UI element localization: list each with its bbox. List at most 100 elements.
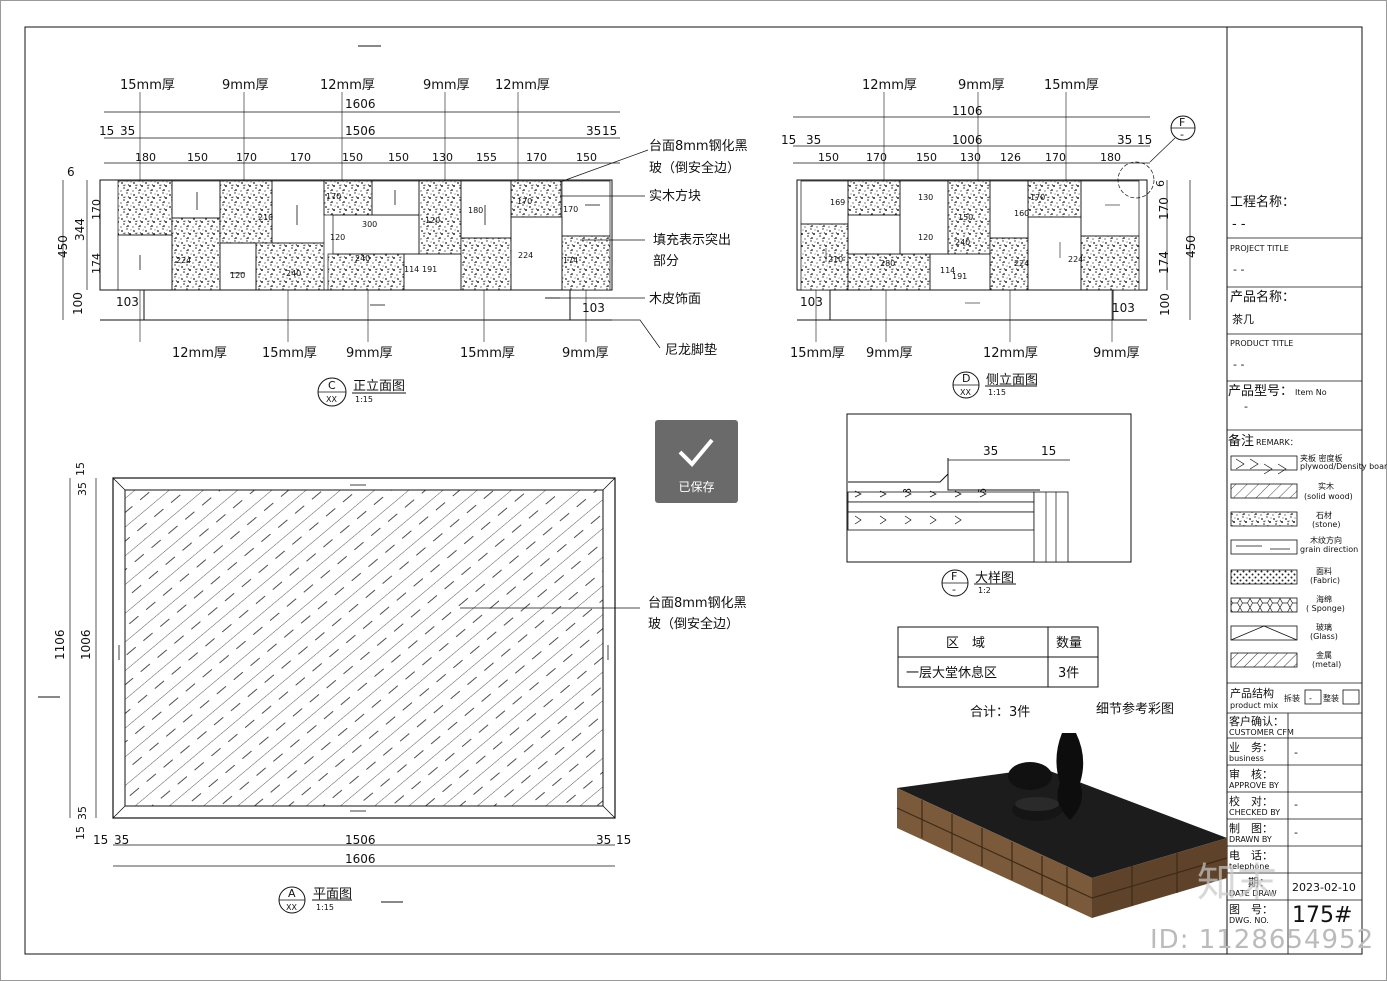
plan-view-title: 平面图: [313, 887, 352, 902]
model-en: Item No: [1295, 388, 1327, 397]
customer-en: CUSTOMER CFM: [1229, 728, 1294, 737]
saved-badge[interactable]: 已保存: [655, 420, 738, 503]
business-en: business: [1229, 754, 1264, 763]
front-top-label: 12mm厚: [320, 78, 375, 93]
model-value: -: [1244, 400, 1248, 413]
detail-view-sheet: -: [952, 583, 956, 596]
product-name-value: 茶几: [1232, 313, 1254, 326]
drawn-value: -: [1294, 826, 1298, 839]
front-height-dim: 450: [56, 235, 70, 258]
plan-bot35-dim: 35: [76, 806, 89, 820]
front-segment-dims: 180 150 170 170 150 150 130 155 170 150: [135, 151, 597, 164]
detail-view-letter: F: [951, 570, 957, 583]
remark-en: REMARK：: [1256, 438, 1298, 447]
side-base-right-dim: 103: [1112, 301, 1135, 315]
grain-swatch: [1230, 539, 1298, 555]
inner-mark: 224: [518, 251, 533, 260]
title-block-text: 工程名称： - - PROJECT TITLE - - 产品名称： 茶几 PRO…: [1228, 194, 1387, 928]
front-top-label: 12mm厚: [495, 78, 550, 93]
inner-mark: 120: [330, 233, 345, 242]
title-block: [1227, 237, 1362, 954]
inner-mark: 170: [326, 192, 341, 201]
plan-top15-dim: 15: [74, 462, 87, 476]
project-title-value: - -: [1233, 263, 1244, 276]
callout-glass: 台面8mm钢化黑玻（倒安全边）: [649, 139, 748, 176]
structure-label: 产品结构: [1230, 686, 1274, 700]
side-right2-dim: 15: [1137, 133, 1152, 147]
side-top-label: 9mm厚: [958, 78, 1005, 93]
inner-mark: 224: [1014, 259, 1029, 268]
plan-inner-width-dim: 1506: [345, 833, 376, 847]
side-top-dim: 6: [1154, 180, 1167, 187]
dwg-en: DWG. NO.: [1229, 916, 1269, 925]
split-value: -: [1309, 694, 1312, 703]
inner-mark: 160: [1014, 209, 1029, 218]
detail-ref-sheet: -: [1180, 128, 1184, 141]
inner-mark: 170: [517, 197, 532, 206]
inner-mark: 224: [176, 256, 191, 265]
project-title-label: PROJECT TITLE: [1230, 244, 1289, 253]
side-inner-dim: 1006: [952, 133, 983, 147]
product-title-value: - -: [1233, 358, 1244, 371]
segment-dim: 150: [818, 151, 839, 164]
side-a-dim: 170: [1157, 197, 1171, 220]
sponge-swatch: [1230, 597, 1298, 613]
segment-dim: 150: [388, 151, 409, 164]
front-b-dim: 174: [90, 253, 103, 274]
stone-swatch: [1230, 511, 1298, 527]
side-inner-marks: 169 130 120 280 114 191 150 160 224 210 …: [828, 193, 1083, 281]
inner-mark: 170: [563, 205, 578, 214]
business-value: -: [1294, 746, 1298, 759]
fixed-checkbox[interactable]: [1342, 689, 1360, 705]
split-checkbox[interactable]: [1304, 689, 1322, 705]
plan-l35-dim: 35: [114, 833, 129, 847]
plan-top35-dim: 35: [76, 482, 89, 496]
front-left2-dim: 35: [120, 124, 135, 138]
plan-callout-glass: 台面8mm钢化黑玻（倒安全边）: [648, 596, 747, 632]
callout-fill: 填充表示突出部分: [653, 232, 731, 269]
checked-value: -: [1294, 798, 1298, 811]
detail-dim-c: 8: [901, 488, 914, 495]
segment-dim: 150: [187, 151, 208, 164]
front-bottom-label: 12mm厚: [172, 346, 227, 361]
front-left-dim: 15: [99, 124, 114, 138]
detail-dim-a: 35: [983, 444, 998, 458]
legend-cn: 实木: [1318, 481, 1334, 491]
metal-swatch: [1230, 652, 1298, 668]
black-vase: [1056, 733, 1084, 820]
front-mid-dim: 344: [73, 218, 87, 241]
inner-mark: 114: [940, 266, 955, 275]
side-bottom-label: 9mm厚: [1093, 346, 1140, 361]
legend-en: (Fabric): [1310, 576, 1340, 585]
front-top-dim: 6: [67, 165, 75, 179]
legend-en: (Glass): [1310, 632, 1338, 641]
front-right2-dim: 15: [602, 124, 617, 138]
business-label: 业 务：: [1229, 741, 1273, 754]
legend-cn: 石材: [1316, 510, 1332, 520]
side-view-letter: D: [962, 372, 970, 385]
front-view-letter: C: [328, 379, 336, 392]
fixed-label: 整装: [1323, 693, 1339, 703]
watermark-logo: 知末: [1197, 860, 1277, 906]
drawn-en: DRAWN BY: [1229, 835, 1272, 844]
inner-mark: 114: [404, 265, 419, 274]
segment-dim: 180: [1100, 151, 1121, 164]
phone-label: 电 话：: [1229, 849, 1273, 862]
fabric-swatch: [1230, 569, 1298, 585]
inner-mark: 150: [958, 213, 973, 222]
inner-mark: 224: [1068, 255, 1083, 264]
legend-en: (stone): [1312, 520, 1340, 529]
inner-mark: 174: [563, 256, 578, 265]
segment-dim: 170: [526, 151, 547, 164]
front-top-label: 15mm厚: [120, 78, 175, 93]
side-height-dim: 450: [1184, 235, 1198, 258]
side-left-dim: 15: [781, 133, 796, 147]
quantity-table: 区 域 数量 一层大堂休息区 3件 合计：3件 细节参考彩图: [897, 626, 1174, 720]
table-header-area: 区 域: [946, 636, 985, 651]
side-base-left-dim: 103: [800, 295, 823, 309]
side-bottom-label: 12mm厚: [983, 346, 1038, 361]
segment-dim: 130: [432, 151, 453, 164]
inner-mark: 240: [955, 238, 970, 247]
side-base-dim: 100: [1158, 293, 1172, 316]
